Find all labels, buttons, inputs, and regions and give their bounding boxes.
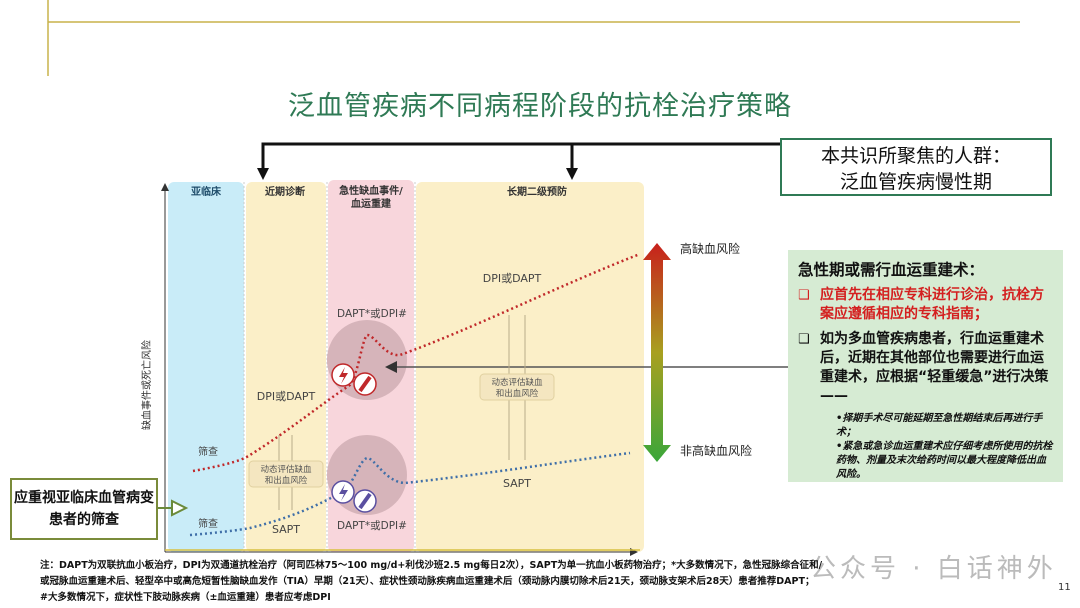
focus-population-box: 本共识所聚焦的人群： 泛血管疾病慢性期 xyxy=(780,138,1052,196)
label-high-risk: 高缺血风险 xyxy=(680,241,740,256)
focus-bracket xyxy=(261,142,780,176)
stent-icon-high xyxy=(353,372,377,396)
acute-box-item-1: ❑ 应首先在相应专科进行诊治，抗栓方案应遵循相应的专科指南； xyxy=(798,286,1053,324)
assess-recent-line2: 和出血风险 xyxy=(265,475,308,486)
focus-line2: 泛血管疾病慢性期 xyxy=(839,171,992,193)
left-box-arrow xyxy=(171,499,189,517)
label-non-high-risk: 非高缺血风险 xyxy=(680,443,752,458)
label-long-high: DPI或DAPT xyxy=(483,272,542,285)
assess-long-line1: 动态评估缺血 xyxy=(491,377,543,388)
band-recent xyxy=(246,182,326,552)
label-acute-high: DAPT*或DPI# xyxy=(337,308,407,320)
sub-note-2: •紧急或急诊血运重建术应仔细考虑所使用的抗栓药物、剂量及末次给药时间以最大程度降… xyxy=(836,441,1053,480)
item2-text: 如为多血管疾病患者，行血运重建术后，近期在其他部位也需要进行血运重建术，应根据“… xyxy=(820,331,1049,404)
assess-recent-line1: 动态评估缺血 xyxy=(260,464,312,475)
label-recent-high: DPI或DAPT xyxy=(257,390,316,403)
checkbox-icon: ❑ xyxy=(798,332,810,347)
bracket-arrow-left xyxy=(257,168,269,180)
band-subclinical xyxy=(168,182,244,552)
y-axis-label: 缺血事件或死亡风险 xyxy=(140,340,153,430)
footnotes: 注：DAPT为双联抗血小板治疗，DPI为双通道抗栓治疗（阿司匹林75～100 m… xyxy=(40,558,1030,606)
phase-long-term: 长期二级预防 xyxy=(507,185,567,198)
page-number: 11 xyxy=(1058,582,1071,593)
footnote-line: 或冠脉血运重建术后、轻型卒中或高危短暂性脑缺血发作（TIA）早期（21天）、症状… xyxy=(40,576,815,587)
assess-box-long xyxy=(479,373,555,401)
label-long-low: SAPT xyxy=(503,477,531,490)
footnote-line: #大多数情况下，症状性下肢动脉疾病（±血运重建）患者应考虑DPI xyxy=(40,592,331,603)
phase-subclinical: 亚临床 xyxy=(191,185,222,198)
assess-long-line2: 和出血风险 xyxy=(496,388,539,399)
acute-box-heading: 急性期或需行血运重建术： xyxy=(798,261,985,279)
lightning-icon-high xyxy=(331,363,355,387)
label-recent-low: SAPT xyxy=(272,523,300,536)
screening-callout: 应重视亚临床血管病变患者的筛查 xyxy=(10,478,158,540)
acute-box-item-2: ❑ 如为多血管疾病患者，行血运重建术后，近期在其他部位也需要进行血运重建术，应根… xyxy=(798,330,1053,406)
focus-line1: 本共识所聚焦的人群： xyxy=(820,145,1011,167)
label-screen-high: 筛查 xyxy=(198,445,218,458)
low-risk-curve xyxy=(189,451,631,537)
stent-icon-low xyxy=(353,489,377,513)
risk-gradient-arrow xyxy=(643,243,671,462)
label-acute-low: DAPT*或DPI# xyxy=(337,520,407,532)
label-screen-low: 筛查 xyxy=(198,517,218,530)
bracket-arrow-right xyxy=(566,168,578,180)
footnote-line: 注：DAPT为双联抗血小板治疗，DPI为双通道抗栓治疗（阿司匹林75～100 m… xyxy=(40,560,823,571)
phase-acute-line1: 急性缺血事件/ xyxy=(339,184,403,197)
assess-box-recent xyxy=(248,460,324,488)
watermark: 公众号 · 白话神外 xyxy=(810,554,1057,584)
lightning-icon-low xyxy=(331,480,355,504)
phase-recent: 近期诊断 xyxy=(265,185,305,198)
item1-text: 应首先在相应专科进行诊治，抗栓方案应遵循相应的专科指南； xyxy=(820,287,1044,322)
phase-acute-line2: 血运重建 xyxy=(351,197,392,210)
page-title: 泛血管疾病不同病程阶段的抗栓治疗策略 xyxy=(288,91,792,122)
sub-note-1: •择期手术尽可能延期至急性期结束后再进行手术； xyxy=(836,413,1043,438)
acute-phase-box: 急性期或需行血运重建术： ❑ 应首先在相应专科进行诊治，抗栓方案应遵循相应的专科… xyxy=(788,250,1063,482)
checkbox-icon: ❑ xyxy=(798,288,810,303)
